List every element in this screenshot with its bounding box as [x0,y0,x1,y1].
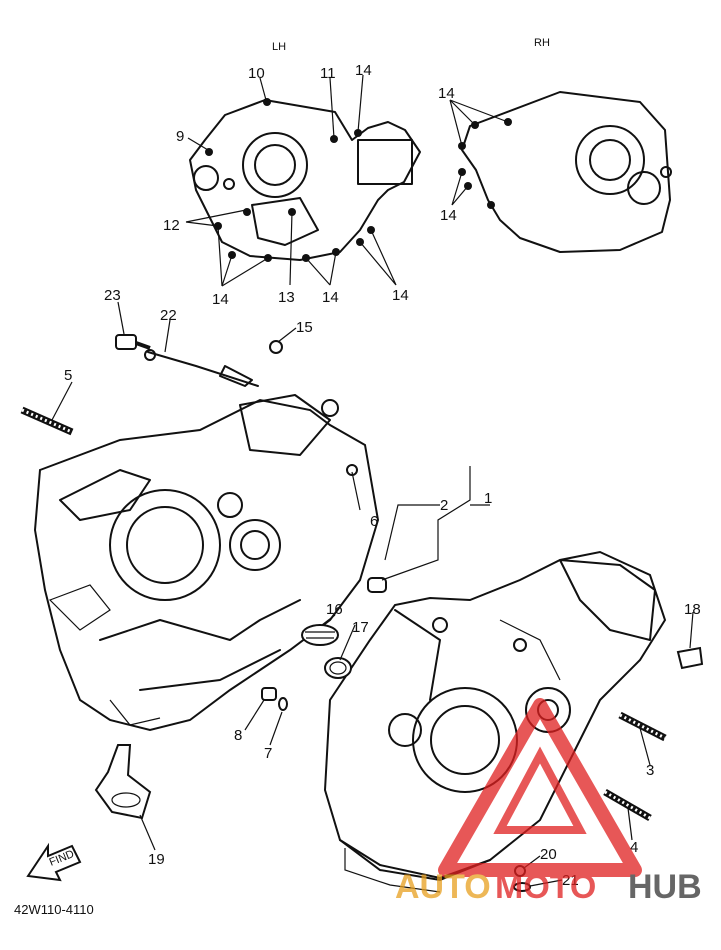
warning-triangle-icon [438,698,642,877]
part-14-lh-bottom-right: 14 [392,287,409,304]
part-14-lh-bottom-mid: 14 [322,289,339,306]
dowel-8 [261,687,277,701]
part-3: 3 [646,762,654,779]
hose-22 [144,349,259,387]
part-9: 9 [176,128,184,145]
stud-bolt-4 [603,788,652,822]
diagram-code: 42W110-4110 [14,902,94,917]
part-11: 11 [320,65,336,82]
part-1: 1 [484,490,492,507]
bolt-23 [115,334,151,350]
part-14-lh-top: 14 [355,62,372,79]
leader-lines [51,74,694,887]
washer-21 [513,882,531,892]
part-20: 20 [540,846,557,863]
part-4: 4 [630,839,638,856]
oring-7 [278,697,288,711]
part-8: 8 [234,727,242,744]
labels: LH RH 1 2 3 4 5 6 7 8 9 10 11 12 13 14 1… [14,37,701,917]
part-14-rh-bottom: 14 [440,207,457,224]
part-22: 22 [160,307,177,324]
part-7: 7 [264,745,272,762]
part-17: 17 [352,619,369,636]
part-14-rh-top: 14 [438,85,455,102]
left-crankcase [33,394,380,732]
part-19: 19 [148,851,165,868]
strainer-19 [94,744,152,820]
part-10: 10 [248,65,265,82]
find-arrow: FIND [26,842,82,882]
automotohub-watermark: AUTO MOTO HUB [395,698,702,906]
part-18: 18 [684,601,701,618]
seal-16 [301,624,339,646]
part-5: 5 [64,367,72,384]
part-12: 12 [163,217,180,234]
part-16: 16 [326,601,343,618]
part-15: 15 [296,319,313,336]
oring-17 [324,657,352,679]
stud-bolt-3 [618,711,667,742]
part-23: 23 [104,287,121,304]
watermark-auto: AUTO [395,868,491,906]
rh-gasket [458,91,672,253]
plug-18 [676,646,704,670]
rh-label: RH [534,37,550,49]
right-crankcase [323,550,667,893]
part-2: 2 [440,497,448,514]
stud-bolt-5 [20,406,74,436]
watermark-hub: HUB [628,868,702,906]
lh-label: LH [272,41,286,53]
part-14-lh-bottom-left: 14 [212,291,229,308]
watermark-moto: MOTO [495,868,596,906]
part-13: 13 [278,289,295,306]
lh-gasket [189,98,421,262]
dowel-2 [367,577,387,593]
part-6: 6 [370,513,378,530]
plug-15 [269,340,283,354]
